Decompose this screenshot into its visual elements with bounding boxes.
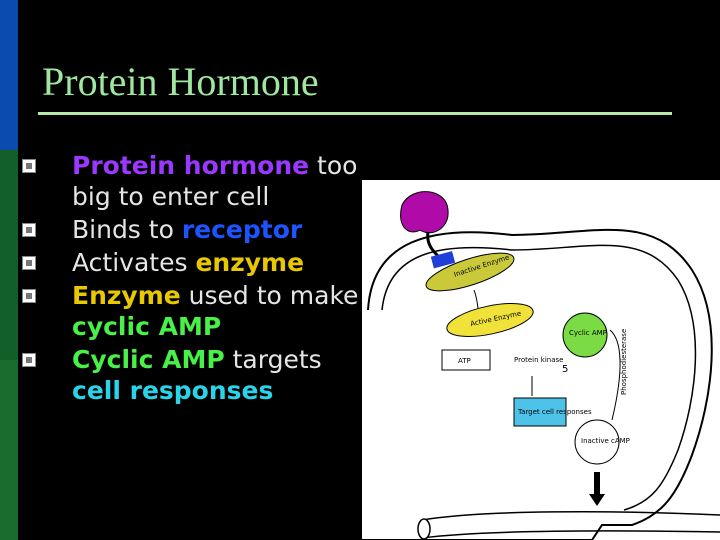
receptor-shape — [430, 251, 456, 269]
bullet-square-icon — [22, 289, 36, 303]
inactive-camp-label: Inactive cAMP — [581, 437, 630, 445]
bullet-square-icon — [22, 353, 36, 367]
cell-membrane-inner — [381, 244, 697, 511]
inactive-enzyme-shape — [425, 252, 515, 292]
target-response-label: Target cell responses — [517, 408, 592, 416]
phosphodiesterase-label: Phosphodiesterase — [620, 329, 628, 395]
bullet-text: too big to enter cell — [72, 151, 358, 211]
bullet-text-highlight: Cyclic AMP — [72, 345, 225, 374]
bullet-square-icon — [22, 223, 36, 237]
bullet-text-highlight: Enzyme — [72, 281, 181, 310]
bullet-square-icon — [22, 256, 36, 270]
bullet-text-highlight: Protein hormone — [72, 151, 310, 180]
bullet-item: Protein hormone too big to enter cell — [22, 150, 362, 212]
bullet-text-highlight: receptor — [181, 215, 303, 244]
protein-kinase-label: Protein kinase — [514, 356, 563, 364]
accent-bar-bottom — [0, 360, 18, 540]
active-enzyme-shape — [446, 303, 534, 337]
bullet-item: Activates enzyme — [22, 247, 362, 278]
diagram-svg: Inactive Enzyme Active Enzyme Cyclic AMP… — [362, 191, 720, 540]
title-underline — [38, 112, 672, 115]
bullet-text: targets — [224, 345, 322, 374]
bullet-square-icon — [22, 159, 36, 173]
slide-title: Protein Hormone — [42, 59, 319, 104]
cyclic-amp-circle — [562, 312, 608, 358]
bullet-text-highlight: cell responses — [72, 376, 274, 405]
tube-end — [417, 518, 431, 540]
arrow-icon — [473, 289, 479, 309]
target-response-box — [513, 397, 567, 427]
atp-label: ATP — [458, 357, 471, 365]
inactive-camp-circle — [574, 419, 620, 465]
bullet-text: used to make — [180, 281, 359, 310]
arrow-head-icon — [589, 494, 605, 506]
accent-bar-middle — [0, 150, 18, 360]
bullet-text-highlight: cyclic AMP — [72, 312, 222, 341]
atp-box — [441, 349, 491, 371]
bullet-item: Binds to receptor — [22, 214, 362, 245]
accent-bar-top — [0, 0, 18, 150]
cyclic-amp-label: Cyclic AMP — [569, 329, 607, 337]
bullet-list: Protein hormone too big to enter cell Bi… — [22, 150, 362, 408]
cell-membrane — [362, 228, 713, 540]
bullet-text: Activates — [72, 248, 196, 277]
tube-shape — [421, 510, 720, 539]
bullet-text-highlight: enzyme — [195, 248, 305, 277]
bullet-item: Cyclic AMP targets cell responses — [22, 344, 362, 406]
bullet-item: Enzyme used to make cyclic AMP — [22, 280, 362, 342]
bullet-text: Binds to — [72, 215, 182, 244]
cell-signaling-diagram: Inactive Enzyme Active Enzyme Cyclic AMP… — [362, 180, 720, 540]
hormone-shape — [400, 191, 449, 234]
arrow-icon — [609, 329, 621, 421]
number-label: 5 — [562, 364, 568, 375]
